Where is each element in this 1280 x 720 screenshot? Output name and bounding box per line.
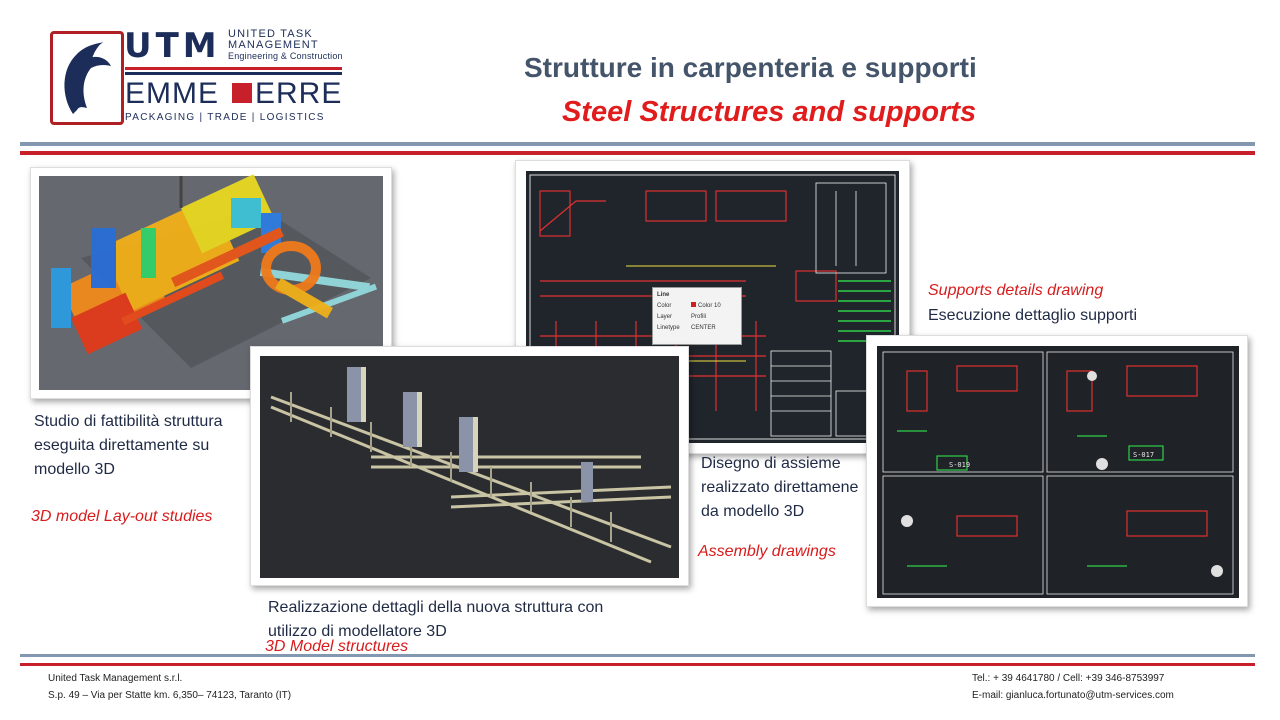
image-3d-model-structures: [250, 346, 689, 586]
footer-email: E-mail: gianluca.fortunato@utm-services.…: [972, 690, 1174, 701]
support-tag-s019: S-019: [949, 461, 971, 469]
caption-details-it: Realizzazione dettagli della nuova strut…: [268, 599, 604, 640]
utm-line2: MANAGEMENT: [228, 39, 319, 51]
cad-properties-popup: Line Color Color 10 Layer Profili Linetype…: [652, 287, 742, 345]
cad-popup-value: CENTER: [691, 325, 716, 331]
cad-popup-key: Linetype: [657, 325, 680, 331]
footer-divider-red: [20, 663, 1255, 666]
page-title-italian: Strutture in carpenteria e supporti: [524, 52, 977, 83]
emmeerre-red-square: [232, 83, 252, 103]
cad-popup-key: Color: [657, 303, 672, 309]
utm-line1: UNITED TASK: [228, 28, 313, 40]
erre-text: ERRE: [255, 77, 343, 110]
footer-phone: Tel.: + 39 4641780 / Cell: +39 346-87539…: [972, 673, 1165, 684]
caption-study-it: Studio di fattibilità struttura eseguita…: [34, 413, 223, 478]
image-supports-details: S-019 S-017: [866, 335, 1248, 607]
cad-popup-row: Color Color 10: [657, 301, 737, 312]
support-tag-s017: S-017: [1133, 451, 1155, 459]
header-divider-gray: [20, 142, 1255, 146]
utm-subtitle: UNITED TASK MANAGEMENT Engineering & Con…: [228, 29, 343, 62]
packaging-tagline: PACKAGING | TRADE | LOGISTICS: [125, 112, 325, 123]
cad-popup-value: Profili: [691, 314, 707, 320]
caption-assembly-en: Assembly drawings: [698, 543, 836, 560]
caption-details-en: 3D Model structures: [265, 638, 409, 655]
page-title-english: Steel Structures and supports: [562, 96, 977, 128]
cad-popup-header: Line: [657, 292, 670, 298]
utm-line3: Engineering & Construction: [228, 51, 343, 61]
footer-address: S.p. 49 – Via per Statte km. 6,350– 7412…: [48, 690, 292, 701]
footer-company: United Task Management s.r.l.: [48, 673, 183, 684]
header-divider-red: [20, 151, 1255, 155]
utm-brand: UTM: [124, 26, 221, 66]
caption-assembly-it: Disegno di assieme realizzato direttamen…: [701, 455, 859, 520]
cad-color-swatch: [691, 302, 696, 307]
caption-supports-it: Esecuzione dettaglio supporti: [928, 307, 1138, 324]
footer-divider-gray: [20, 654, 1255, 657]
logo-red-rule: [125, 67, 342, 70]
logo-blue-rule: [125, 72, 342, 75]
emme-text: EMME: [125, 77, 219, 110]
caption-study-en: 3D model Lay-out studies: [31, 508, 213, 525]
dolphin-logo: [50, 31, 124, 125]
image-3d-model-layout: [30, 167, 392, 399]
cad-popup-row: Layer Profili: [657, 312, 737, 323]
caption-supports-en: Supports details drawing: [928, 282, 1104, 299]
cad-popup-key: Layer: [657, 314, 673, 320]
cad-popup-row: Linetype CENTER: [657, 323, 737, 334]
cad-popup-value: Color 10: [698, 303, 721, 309]
